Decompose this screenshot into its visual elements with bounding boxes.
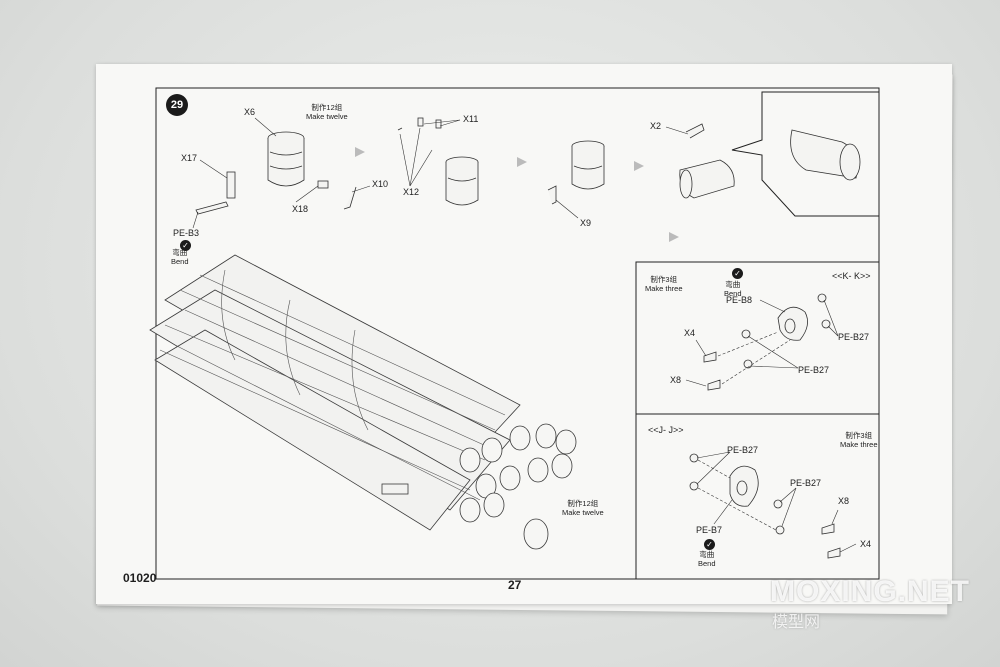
detail-j-label-pe-b27-b: PE-B27 [790,478,822,488]
detail-k-note-cn: 制作3组 [650,275,678,284]
top-note-en: Make twelve [306,111,348,121]
leader-lines-2 [399,119,461,187]
bottom-note-en: Make twelve [562,507,604,517]
kit-number: 01020 [123,571,157,585]
launcher-bundle [149,254,577,550]
part-label-x2: X2 [650,121,662,131]
step-number-badge: 29 [166,94,188,116]
part-label-pe-b3: PE-B3 [173,228,200,238]
detail-j-label-x4: X4 [860,539,872,549]
detail-k-bend-cn: 弯曲 [725,280,741,289]
detail-k-label-pe-b27-a: PE-B27 [838,332,870,342]
leader-x2 [665,126,689,135]
detail-j-note-cn: 制作3组 [845,431,873,440]
detail-k-label-x8: X8 [670,375,682,385]
detail-k-note-en: Make three [645,283,683,293]
bottom-note: 制作12组 Make twelve [562,499,604,517]
detail-k-bend-en: Bend [724,288,742,298]
detail-j-note: 制作3组 Make three [840,431,878,449]
part-label-x11: X11 [463,114,479,124]
detail-j-bend-icon: ✓ [704,539,715,550]
detail-k-title: <<K- K>> [832,271,871,281]
detail-j-note-en: Make three [840,439,878,449]
tube-assembly-3 [547,140,605,205]
tube-assembly-2 [397,117,479,206]
part-label-x10: X10 [372,179,389,189]
tube-assembly-1 [195,131,357,215]
detail-k-leaders [685,299,839,387]
detail-panel-j [635,413,880,580]
bend-note-en: Bend [171,256,189,266]
page-number: 27 [508,578,522,592]
callout-tube [790,129,861,181]
part-label-x18: X18 [292,204,309,214]
top-note: 制作12组 Make twelve [306,103,348,121]
detail-j-label-pe-b7: PE-B7 [696,525,723,535]
detail-j-bend-note: 弯曲 Bend [698,550,716,568]
bend-check-icon: ✓ [180,240,191,251]
detail-j-bend-en: Bend [698,558,716,568]
leader-x9 [555,199,579,219]
detail-k-label-x4: X4 [684,328,696,338]
part-label-x12: X12 [403,187,420,197]
watermark-main: MOXING.NET [770,575,971,608]
detail-j-drawing [689,453,841,559]
step-arrows [355,147,679,242]
detail-k-bend-note: 弯曲 Bend [724,280,742,298]
part-label-x6: X6 [244,107,256,117]
detail-j-label-pe-b27-a: PE-B27 [727,445,759,455]
detail-k-label-pe-b27-b: PE-B27 [798,365,830,375]
top-note-cn: 制作12组 [311,103,343,112]
detail-j-label-x8: X8 [838,496,850,506]
leader-lines-1 [192,117,371,229]
detail-k-drawing [703,293,831,391]
detail-j-title: <<J- J>> [648,425,684,435]
detail-callout-box [731,91,880,217]
detail-j-leaders [696,451,857,553]
bend-note-cn: 弯曲 [172,248,188,257]
detail-k-label-pe-b8: PE-B8 [726,295,753,305]
bend-note: 弯曲 Bend [171,248,189,266]
bottom-note-cn: 制作12组 [567,499,599,508]
detail-k-bend-icon: ✓ [732,268,743,279]
detail-j-bend-cn: 弯曲 [699,550,715,559]
part-label-x17: X17 [181,153,198,163]
tube-assembly-4 [679,123,735,199]
detail-k-note: 制作3组 Make three [645,275,683,293]
part-label-x9: X9 [580,218,592,228]
watermark-sub: 模型网 [772,614,821,631]
